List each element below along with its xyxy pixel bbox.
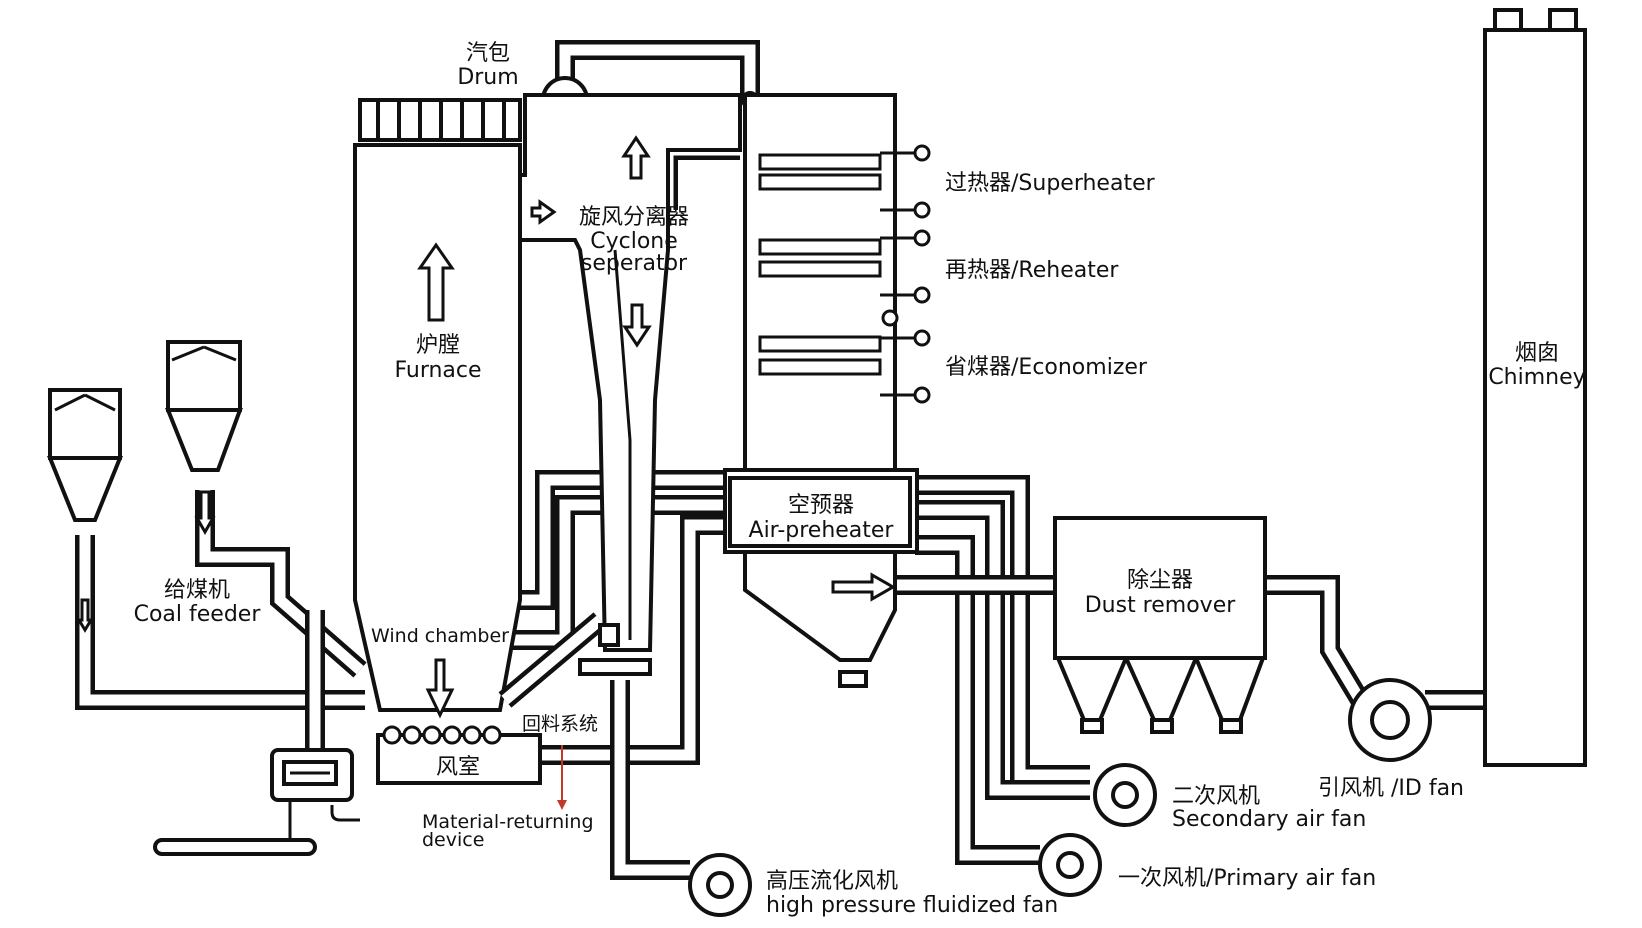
heat-exchanger-coil xyxy=(758,238,882,256)
id-fan xyxy=(1348,678,1432,762)
heat-exchanger-coil xyxy=(758,260,882,278)
hp-fan-label-cn: 高压流化风机 xyxy=(766,869,898,894)
furnace-label-cn: 炉膛 xyxy=(416,333,460,358)
drum-label-en: Drum xyxy=(457,65,518,90)
flow-arrows xyxy=(76,135,897,822)
primary-air-fan xyxy=(1038,833,1102,897)
air-preheater-label-cn: 空预器 xyxy=(788,493,854,518)
dust-remover-label-en: Dust remover xyxy=(1085,593,1237,618)
nozzle xyxy=(402,725,422,745)
furnace xyxy=(353,98,542,785)
hp-fluidized-fan xyxy=(688,853,752,917)
header-node xyxy=(913,229,931,247)
reheater-label: 再热器/Reheater xyxy=(945,258,1119,283)
dust-remover xyxy=(1053,516,1267,734)
economizer-label: 省煤器/Economizer xyxy=(945,355,1148,380)
air-preheater xyxy=(723,468,919,554)
header-node xyxy=(913,386,931,404)
material-returning-label-2: device xyxy=(422,829,484,851)
air-distribution-nozzles xyxy=(382,725,502,745)
cyclone-label-en-2: seperator xyxy=(581,251,688,276)
nozzle xyxy=(462,725,482,745)
heat-exchanger-coil xyxy=(758,335,882,353)
drum-label-cn: 汽包 xyxy=(466,41,510,66)
coal-feeder-machine xyxy=(153,748,354,856)
superheater-label: 过热器/Superheater xyxy=(945,171,1156,196)
cyclone-label-cn: 旋风分离器 xyxy=(579,205,689,230)
nozzle xyxy=(482,725,502,745)
header-node xyxy=(913,144,931,162)
heat-exchanger-coil xyxy=(758,173,882,191)
material-returning-label-1: Material-returning xyxy=(422,811,594,833)
header-node xyxy=(913,329,931,347)
heat-exchanger-coil xyxy=(758,153,882,171)
id-fan-label: 引风机 /ID fan xyxy=(1318,776,1464,801)
nozzle xyxy=(442,725,462,745)
air-preheater-label-en: Air-preheater xyxy=(749,518,895,543)
return-valve xyxy=(498,612,652,708)
chimney xyxy=(1483,8,1587,767)
primary-fan-label: 一次风机/Primary air fan xyxy=(1118,866,1376,891)
wind-chamber-label-en: Wind chamber xyxy=(371,625,509,647)
secondary-air-fan xyxy=(1093,763,1157,827)
secondary-fan-label-en: Secondary air fan xyxy=(1172,807,1366,832)
coal-feeder-label-cn: 给煤机 xyxy=(164,578,230,603)
hp-fan-label-en: high pressure fluidized fan xyxy=(766,893,1058,918)
header-node xyxy=(913,286,931,304)
furnace-label-en: Furnace xyxy=(394,358,481,383)
material-returning-pointer xyxy=(557,745,567,810)
chimney-label-cn: 烟囱 xyxy=(1515,341,1559,366)
heat-exchanger-coil xyxy=(758,358,882,376)
secondary-fan-label-cn: 二次风机 xyxy=(1172,784,1260,809)
wind-chamber-label-cn: 风室 xyxy=(436,755,480,780)
nozzle xyxy=(382,725,402,745)
nozzle xyxy=(422,725,442,745)
cyclone-separator xyxy=(518,93,742,652)
chimney-label-en: Chimney xyxy=(1488,365,1585,390)
coal-hopper-left xyxy=(47,388,123,522)
coal-feeder-label-en: Coal feeder xyxy=(134,602,262,627)
return-system-label: 回料系统 xyxy=(522,713,598,735)
junction-node xyxy=(881,309,899,327)
coal-hopper-right xyxy=(165,340,243,472)
back-pass xyxy=(743,93,931,688)
cyclone-label-en-1: Cyclone xyxy=(590,229,678,254)
labels: 汽包 Drum 旋风分离器 Cyclone seperator 炉膛 Furna… xyxy=(134,41,1586,918)
header-node xyxy=(913,201,931,219)
dust-remover-label-cn: 除尘器 xyxy=(1127,568,1193,593)
